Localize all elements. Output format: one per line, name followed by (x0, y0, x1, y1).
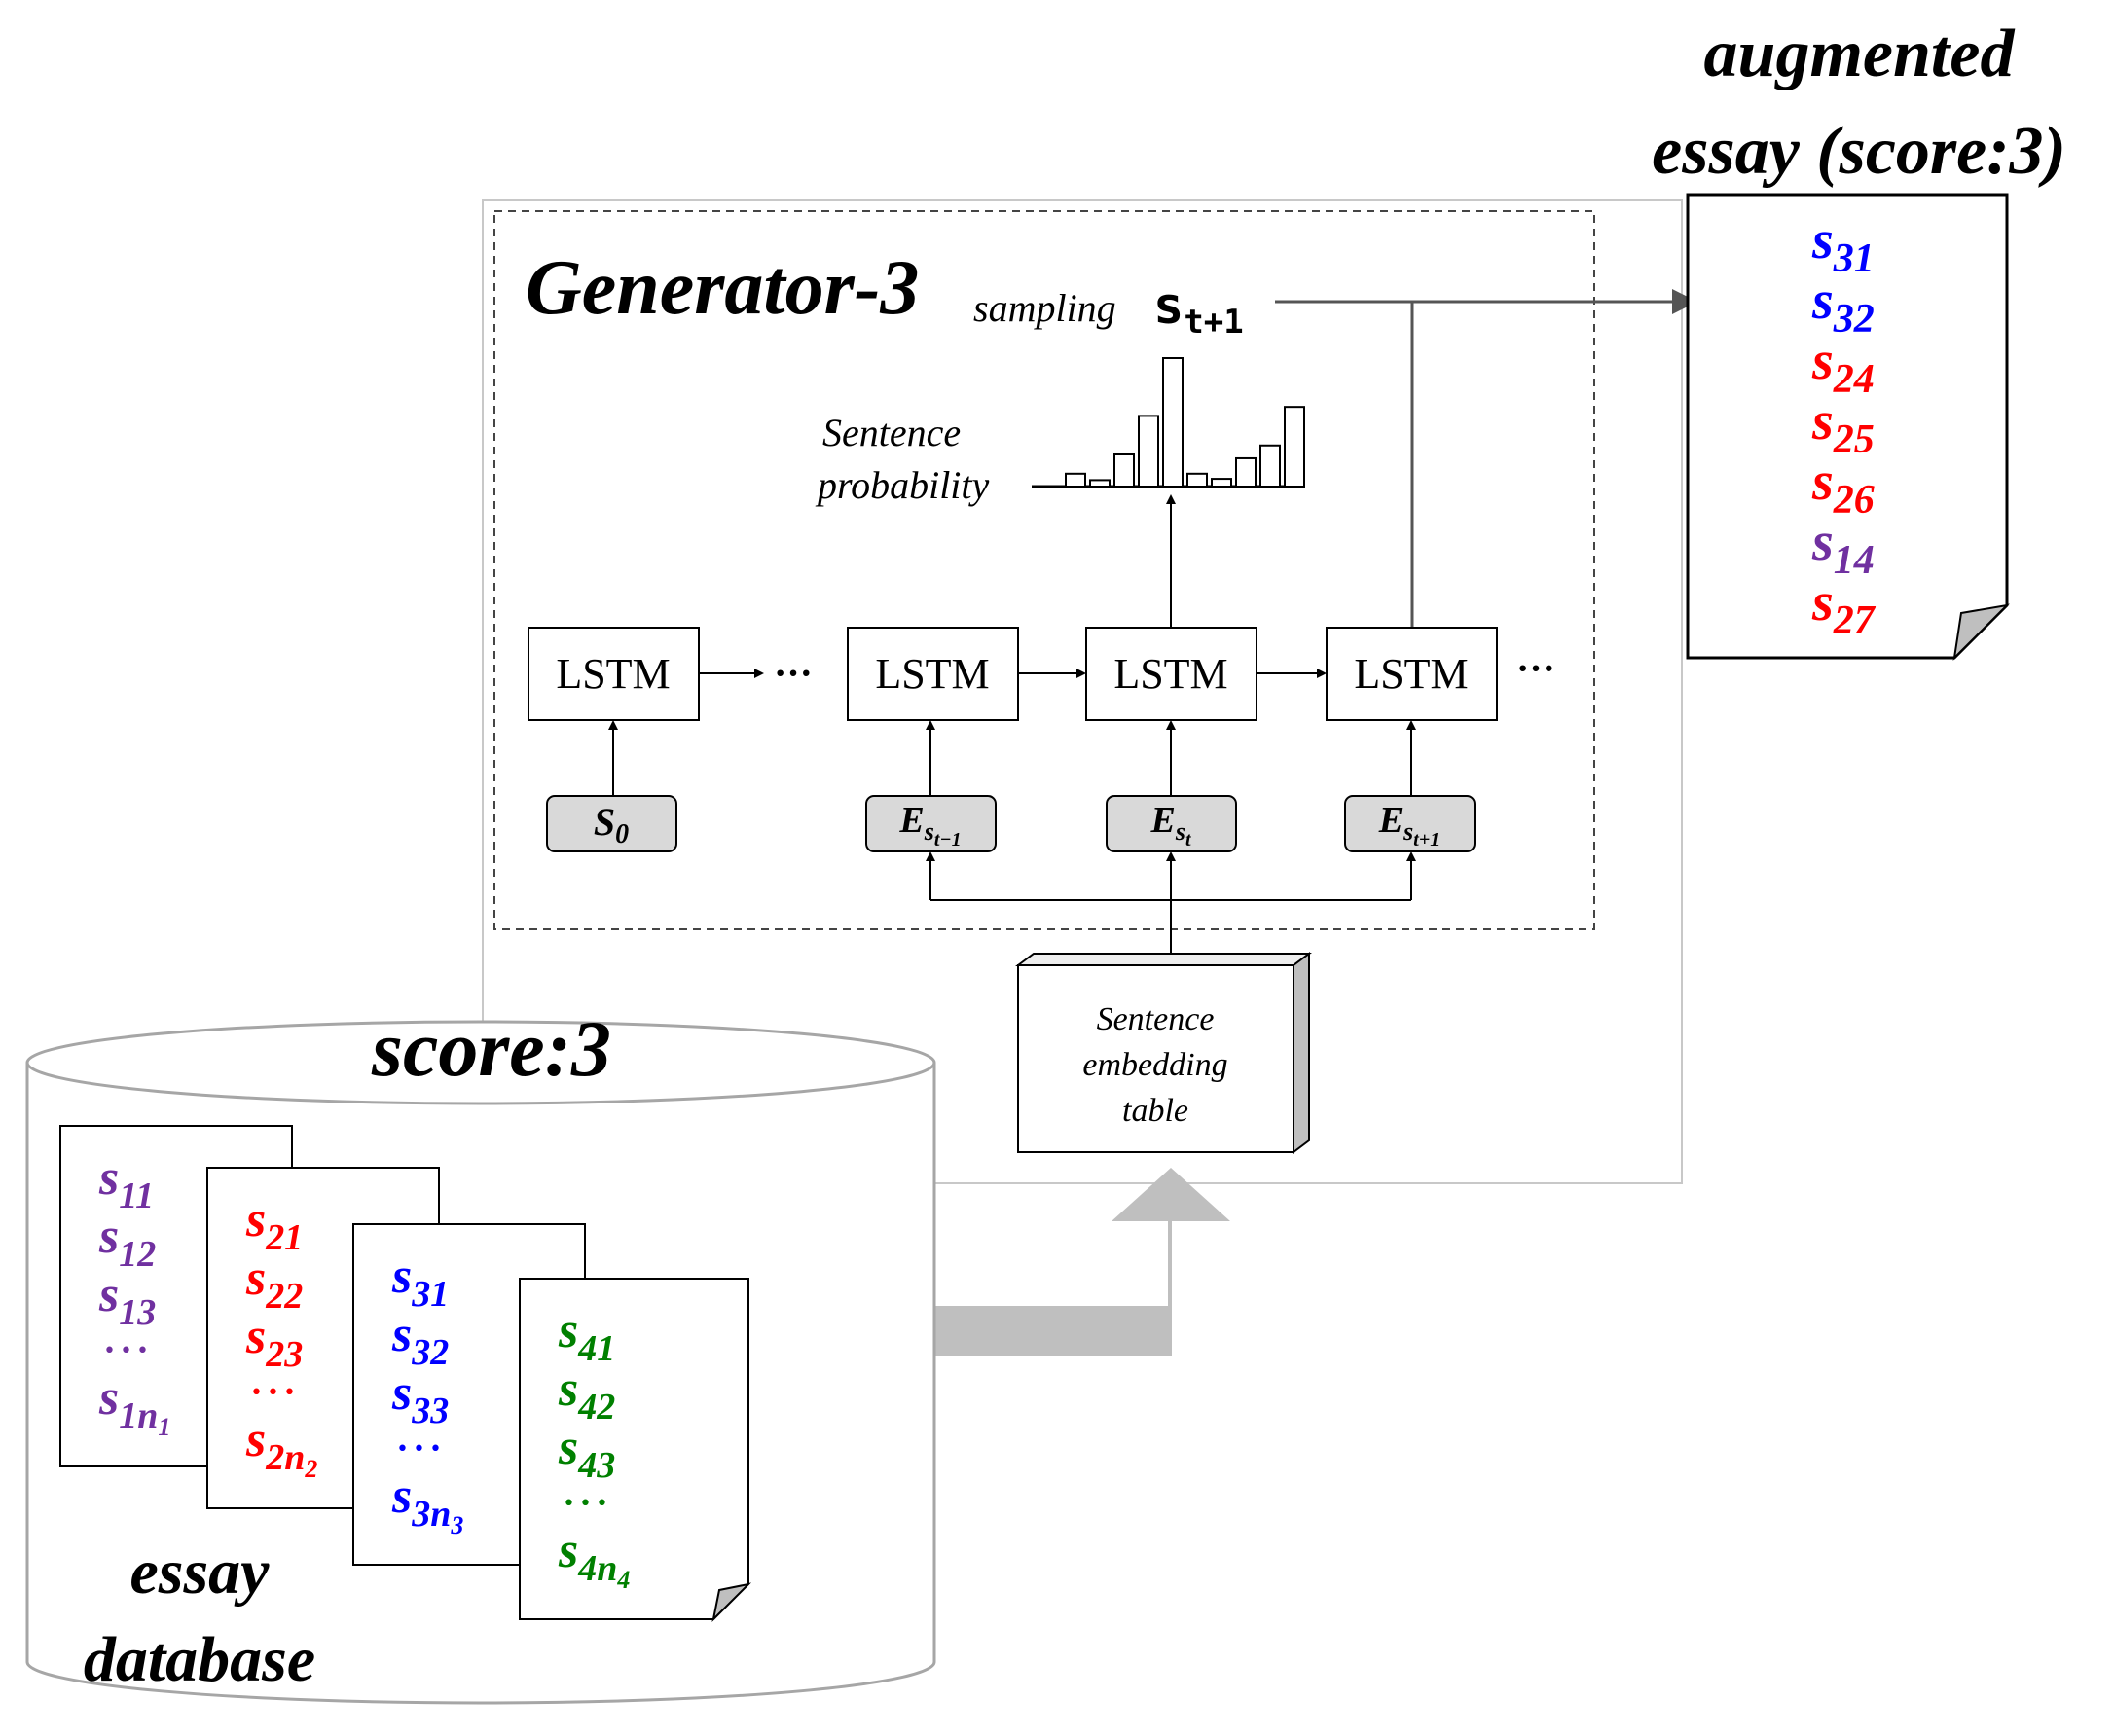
ellipsis-1: ··· (774, 651, 813, 695)
input-embedding-t-plus-1: Est+1 (1344, 795, 1476, 852)
sentence-label: s33 (391, 1365, 449, 1431)
sentence-label: s23 (245, 1309, 303, 1375)
probability-bar (1186, 472, 1208, 488)
sentence-label: s31 (391, 1248, 449, 1315)
probability-histogram (1065, 357, 1305, 488)
embedding-table-line3: table (1122, 1093, 1188, 1129)
augmented-sentence: s31 (1811, 210, 1875, 281)
embedding-table-line1: Sentence (1097, 1001, 1215, 1037)
sentence-label: s43 (558, 1420, 615, 1486)
sentence-label: s21 (245, 1192, 303, 1258)
svg-text:Est+1: Est+1 (1378, 800, 1440, 850)
sentence-label: s2n2 (245, 1412, 317, 1483)
lstm-label: LSTM (1354, 650, 1468, 698)
generator-dashed-box (493, 210, 1595, 930)
input-embedding-t-minus-1: Est−1 (865, 795, 997, 852)
probability-bar (1284, 406, 1305, 488)
input-embedding-t: Est (1106, 795, 1237, 852)
sentence-label: s13 (98, 1267, 156, 1333)
sentence-label: s41 (558, 1303, 615, 1369)
probability-bar (1259, 444, 1281, 488)
database-to-embedding-arrow (934, 1168, 1230, 1356)
database-caption-line1: essay (130, 1537, 271, 1608)
probability-bar (1065, 472, 1086, 488)
probability-bar (1235, 456, 1257, 488)
lstm-label: LSTM (875, 650, 989, 698)
lstm-cell-4: LSTM (1326, 627, 1498, 721)
augmented-sentence: s14 (1811, 512, 1875, 583)
lstm-label: LSTM (1113, 650, 1227, 698)
ellipsis-dots: ••• (563, 1492, 612, 1516)
sentence-label: s4n4 (558, 1523, 630, 1594)
svg-text:Est−1: Est−1 (898, 800, 961, 850)
probability-bar (1113, 453, 1135, 488)
sentence-label: s42 (558, 1361, 615, 1428)
ellipsis-dots: ••• (396, 1437, 446, 1462)
generator-title: Generator-3 (526, 245, 919, 331)
svg-text:Est: Est (1149, 800, 1191, 850)
lstm-cell-2: LSTM (847, 627, 1019, 721)
probability-label-line1: Sentence (822, 411, 961, 454)
sentence-label: s32 (391, 1307, 449, 1373)
ellipsis-2: ··· (1516, 646, 1555, 690)
database-title: score:3 (371, 1004, 611, 1093)
probability-label-line2: probability (815, 463, 990, 507)
augmented-sentence: s26 (1811, 452, 1875, 523)
essay-documents: s11s12s13•••s1n1s21s22s23•••s2n2s31s32s3… (59, 1125, 752, 1623)
probability-bar (1211, 478, 1232, 488)
embedding-table-line2: embedding (1082, 1047, 1227, 1083)
input-s0: S0 (546, 795, 677, 852)
sentence-label: s11 (98, 1150, 154, 1216)
probability-bar (1138, 415, 1159, 488)
sampling-variable: st+1 (1153, 277, 1244, 342)
sentence-label: s12 (98, 1209, 156, 1275)
sampling-label: sampling (973, 286, 1116, 330)
lstm-cell-3: LSTM (1085, 627, 1257, 721)
database-caption-line2: database (84, 1624, 315, 1695)
svg-text:S0: S0 (594, 800, 629, 850)
lstm-cell-1: LSTM (528, 627, 700, 721)
lstm-label: LSTM (556, 650, 670, 698)
augmented-sentence: s32 (1811, 271, 1875, 342)
sentence-embedding-table: Sentence embedding table (1015, 952, 1312, 1154)
probability-bar (1162, 357, 1184, 488)
probability-bar (1089, 479, 1111, 488)
augmented-title-line2: essay (score:3) (1652, 114, 2066, 189)
augmented-sentence: s25 (1811, 391, 1875, 462)
sentence-label: s1n1 (98, 1370, 170, 1441)
augmented-essay-document (1686, 193, 2010, 661)
ellipsis-dots: ••• (103, 1339, 153, 1363)
augmented-title-line1: augmented (1704, 17, 2016, 91)
sentence-label: s22 (245, 1250, 303, 1317)
sentence-label: s3n3 (391, 1468, 463, 1539)
augmented-sentence: s27 (1811, 572, 1877, 643)
augmented-sentence: s24 (1811, 331, 1875, 402)
ellipsis-dots: ••• (250, 1381, 300, 1405)
